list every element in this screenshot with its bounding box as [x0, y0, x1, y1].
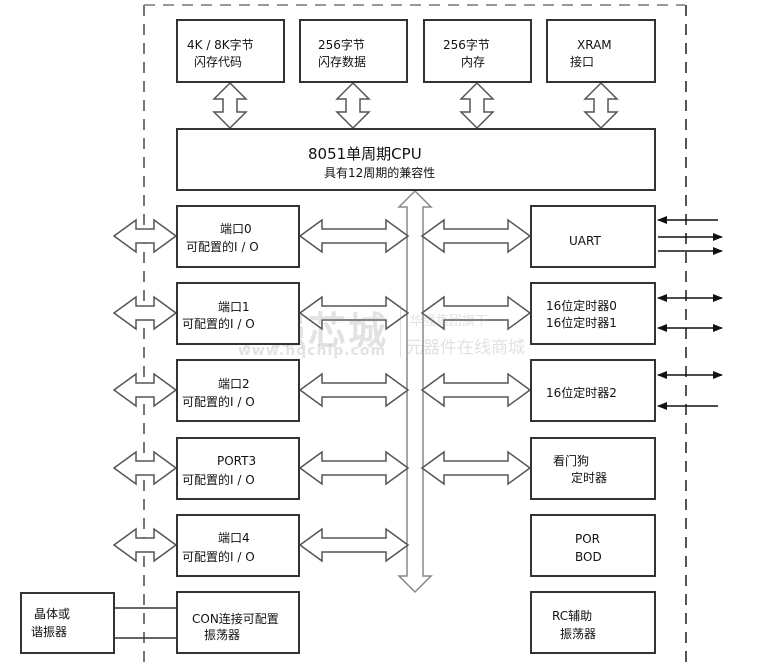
memory-cpu-arrow-2	[459, 81, 495, 130]
peripheral0-bus-arrow	[420, 218, 532, 254]
block-label-line1: XRAM	[577, 38, 612, 52]
peripheral-label-line1: RC辅助	[552, 609, 593, 623]
port-description: 可配置的I / O	[182, 550, 255, 564]
crystal-label-line1: 晶体或	[34, 607, 71, 621]
peripheral-label-line2: 16位定时器1	[546, 316, 617, 330]
cpu-block: 8051单周期CPU 具有12周期的兼容性	[176, 128, 656, 191]
peripheral-label-line1: 16位定时器0	[546, 299, 617, 313]
uart-signal-lines	[657, 216, 723, 255]
peripheral-label: UART	[569, 234, 601, 248]
port2-external-arrow	[112, 372, 178, 408]
memory-cpu-arrow-0	[212, 81, 248, 130]
block-label-line2: 闪存代码	[194, 55, 243, 69]
rc-oscillator-block: RC辅助 振荡器	[530, 591, 656, 654]
timer2-signal-lines	[657, 371, 723, 410]
port1-block: 端口1 可配置的I / O	[176, 282, 300, 345]
crystal-label-line2: 谐振器	[31, 625, 68, 639]
watchdog-timer-block: 看门狗 定时器	[530, 437, 656, 500]
memory-cpu-arrow-1	[335, 81, 371, 130]
port1-bus-arrow	[298, 295, 410, 331]
crystal-resonator-block: 晶体或 谐振器	[20, 592, 115, 654]
port0-bus-arrow	[298, 218, 410, 254]
block-label-line1: 256字节	[443, 38, 490, 52]
port-description: 可配置的I / O	[186, 240, 259, 254]
uart-block: UART	[530, 205, 656, 268]
peripheral1-bus-arrow	[420, 295, 532, 331]
port-description: 可配置的I / O	[182, 395, 255, 409]
peripheral-label-line2: BOD	[575, 550, 602, 564]
cpu-title: 8051单周期CPU	[308, 145, 422, 163]
internal-bus-arrow	[397, 189, 433, 594]
port0-block: 端口0 可配置的I / O	[176, 205, 300, 268]
crystal-connection-lines	[114, 607, 177, 639]
port3-bus-arrow	[298, 450, 410, 486]
flash-code-memory-block: 4K / 8K字节 闪存代码	[176, 19, 285, 83]
port2-bus-arrow	[298, 372, 410, 408]
internal-bus-arrow	[397, 189, 433, 594]
block-label-line1: 256字节	[318, 38, 365, 52]
ram-block: 256字节 内存	[423, 19, 532, 83]
cpu-subtitle: 具有12周期的兼容性	[324, 166, 436, 180]
port4-block: 端口4 可配置的I / O	[176, 514, 300, 577]
port-description: 可配置的I / O	[182, 317, 255, 331]
chip-boundary	[143, 4, 687, 665]
watermark-separator	[400, 305, 401, 357]
port-name: 端口1	[218, 300, 250, 314]
por-bod-block: POR BOD	[530, 514, 656, 577]
oscillator-label-line2: 振荡器	[204, 628, 241, 642]
xram-interface-block: XRAM 接口	[546, 19, 656, 83]
block-label-line2: 接口	[570, 55, 595, 69]
oscillator-label-line1: CON连接可配置	[192, 612, 279, 626]
peripheral-label-line2: 振荡器	[560, 627, 597, 641]
peripheral-label-line2: 定时器	[571, 471, 608, 485]
port3-external-arrow	[112, 450, 178, 486]
block-label-line2: 闪存数据	[318, 55, 367, 69]
peripheral-label: 16位定时器2	[546, 386, 617, 400]
port-description: 可配置的I / O	[182, 473, 255, 487]
port1-external-arrow	[112, 295, 178, 331]
timer2-block: 16位定时器2	[530, 359, 656, 422]
peripheral-label-line1: 看门狗	[553, 454, 590, 468]
port2-block: 端口2 可配置的I / O	[176, 359, 300, 422]
configurable-oscillator-block: CON连接可配置 振荡器	[176, 591, 300, 654]
block-label-line2: 内存	[461, 55, 486, 69]
memory-cpu-arrow-3	[583, 81, 619, 130]
peripheral2-bus-arrow	[420, 372, 532, 408]
timer01-signal-lines	[657, 294, 723, 332]
port-name: 端口0	[220, 222, 252, 236]
block-label-line1: 4K / 8K字节	[187, 38, 254, 52]
port-name: 端口4	[218, 531, 250, 545]
port-name: PORT3	[217, 454, 257, 468]
timer01-block: 16位定时器0 16位定时器1	[530, 282, 656, 345]
peripheral-label-line1: POR	[575, 532, 601, 546]
peripheral3-bus-arrow	[420, 450, 532, 486]
port4-bus-arrow	[298, 527, 410, 563]
port-name: 端口2	[218, 377, 250, 391]
flash-data-memory-block: 256字节 闪存数据	[299, 19, 408, 83]
port3-block: PORT3 可配置的I / O	[176, 437, 300, 500]
